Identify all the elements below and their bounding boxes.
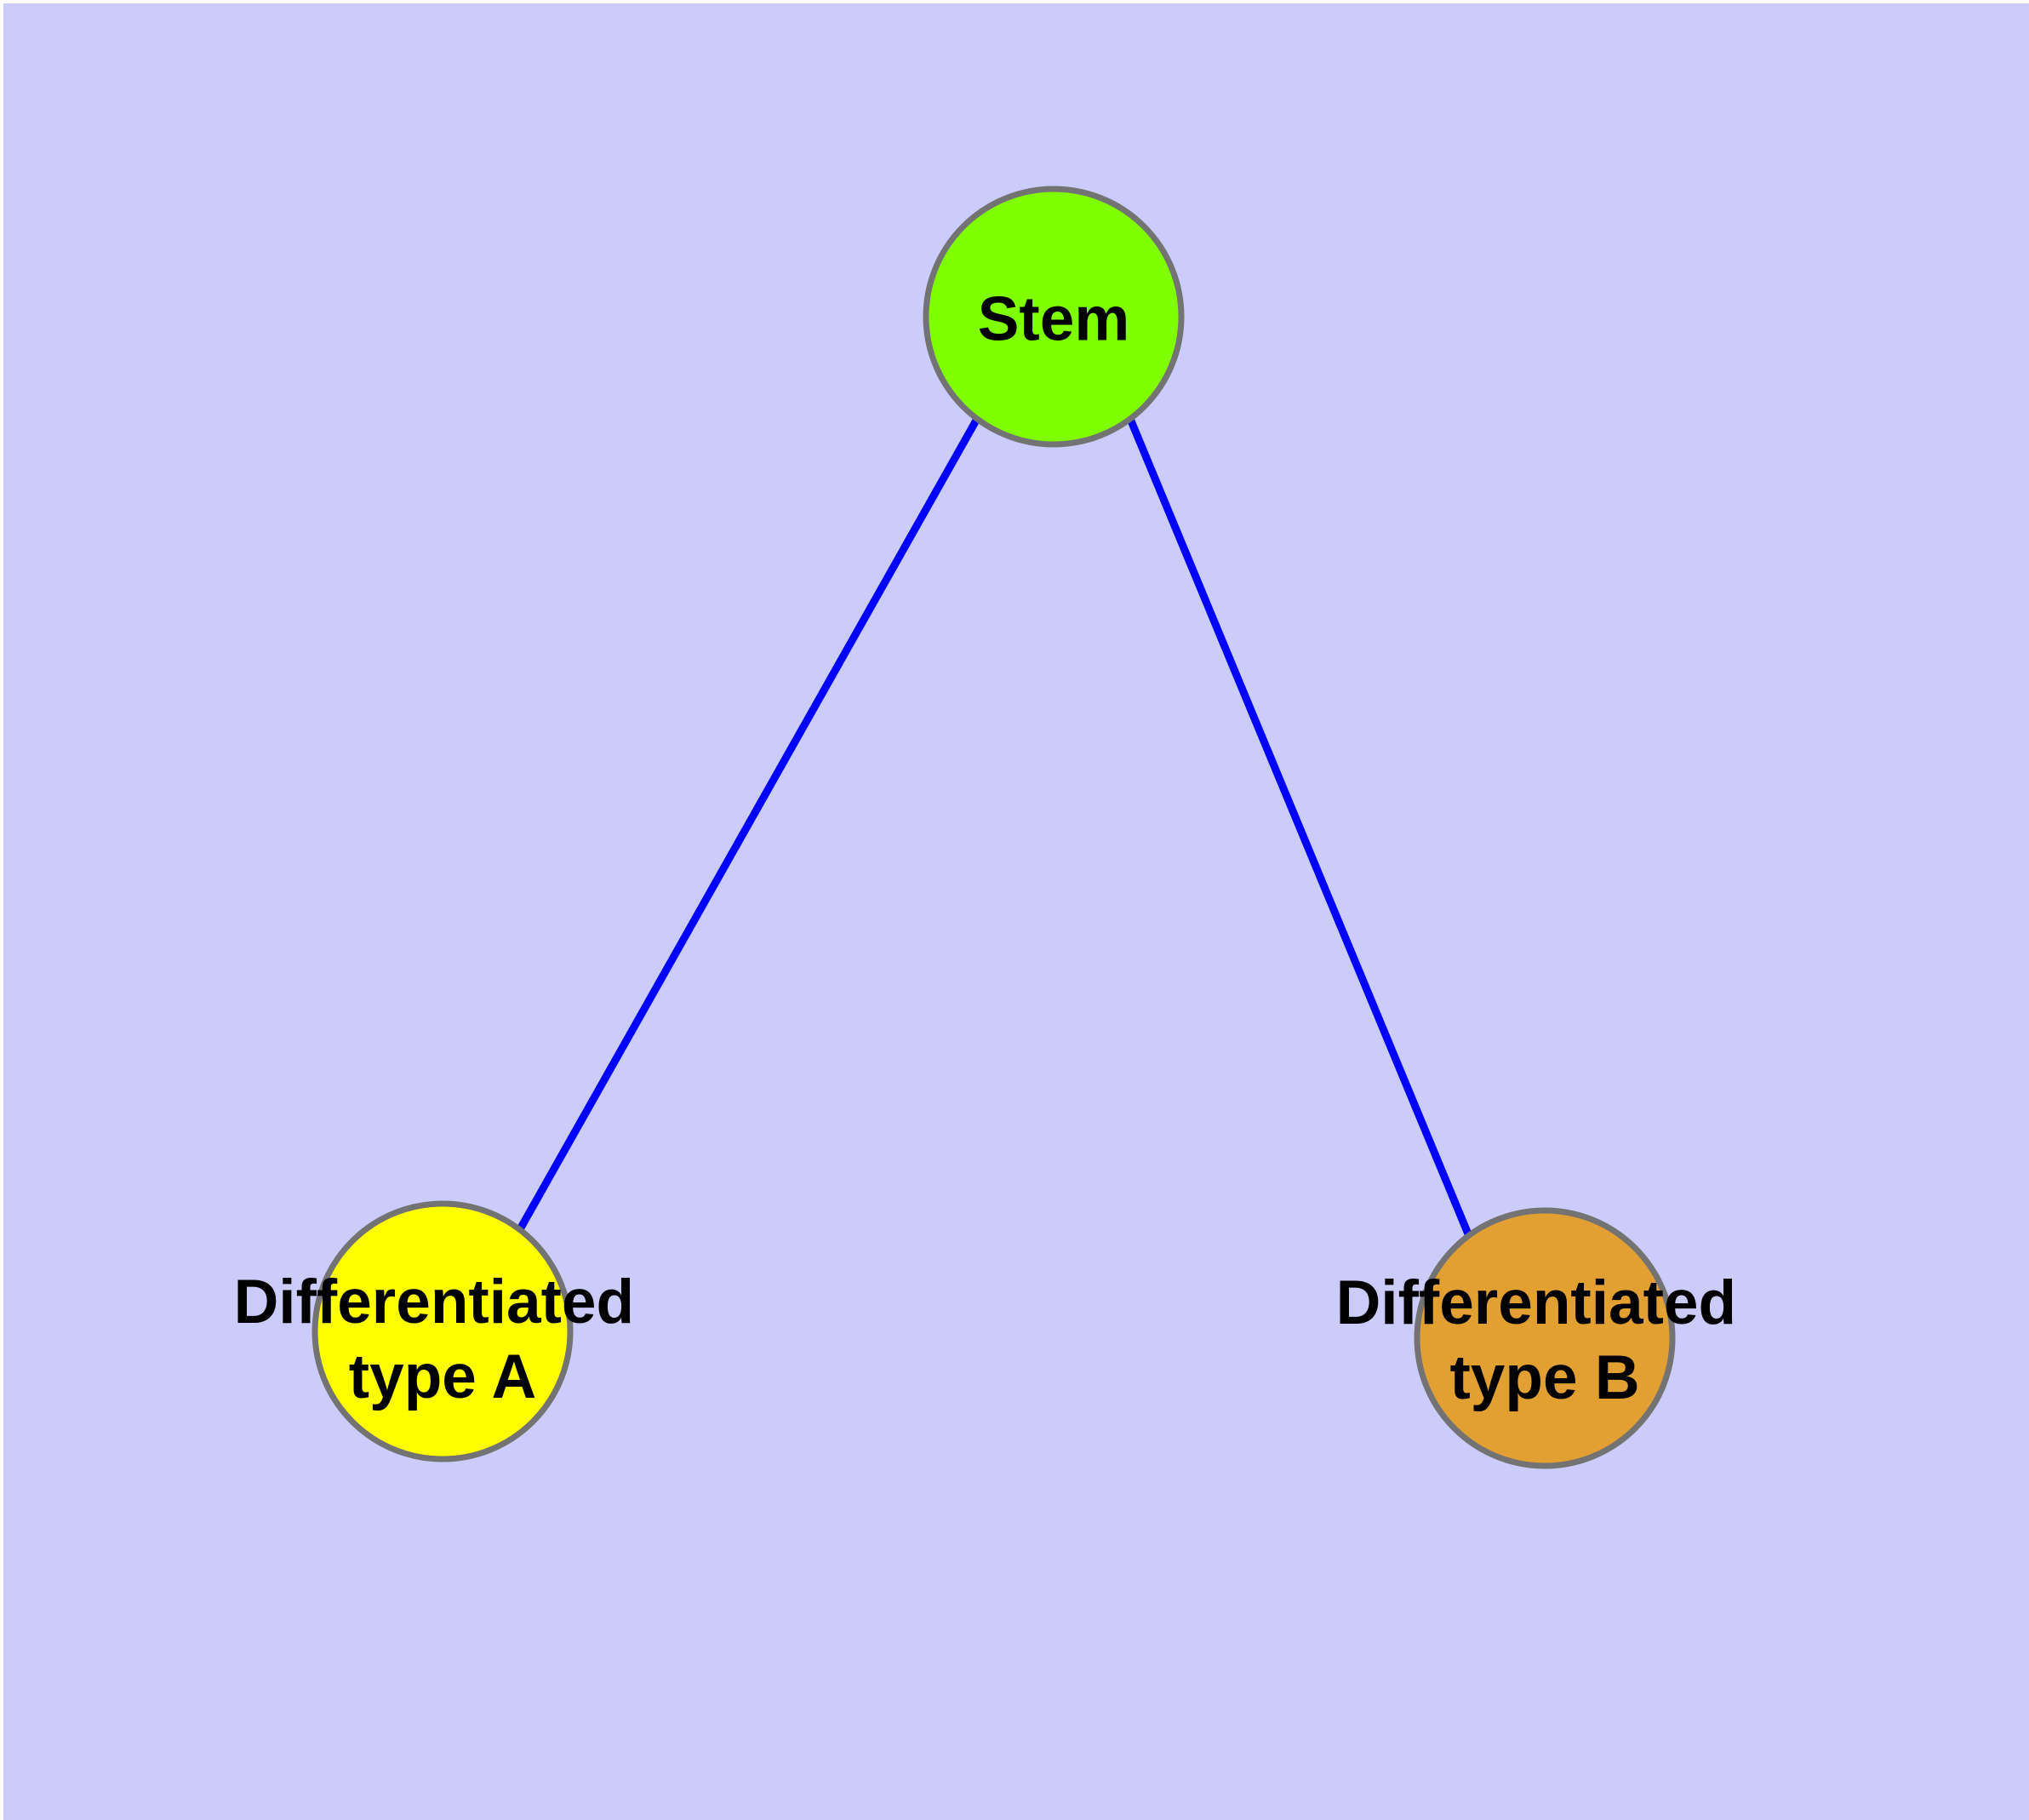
edge-layer <box>517 416 1473 1238</box>
node-layer: Stem Differentiated type A Differentiate… <box>234 186 1754 1469</box>
node-differentiated-type-a-label: Differentiated type A <box>234 1268 652 1411</box>
node-differentiated-type-b-circle[interactable] <box>1414 1207 1676 1469</box>
node-differentiated-type-b[interactable]: Differentiated type B <box>1336 1207 1754 1469</box>
node-stem[interactable]: Stem <box>923 186 1185 448</box>
node-differentiated-type-b-label-line1: Differentiated <box>1336 1268 1737 1337</box>
edge-stem-to-differentiated-type-a[interactable] <box>517 416 980 1232</box>
edge-stem-to-differentiated-type-b[interactable] <box>1126 417 1473 1238</box>
node-stem-circle[interactable] <box>923 186 1185 448</box>
node-differentiated-type-a-label-line1: Differentiated <box>234 1268 635 1336</box>
node-differentiated-type-a[interactable]: Differentiated type A <box>234 1200 652 1462</box>
node-stem-label: Stem <box>978 284 1130 353</box>
node-differentiated-type-b-label-line2: type B <box>1449 1343 1639 1412</box>
node-differentiated-type-b-label: Differentiated type B <box>1336 1268 1754 1412</box>
node-differentiated-type-a-label-line2: type A <box>349 1342 536 1411</box>
node-differentiated-type-a-circle[interactable] <box>311 1200 574 1462</box>
